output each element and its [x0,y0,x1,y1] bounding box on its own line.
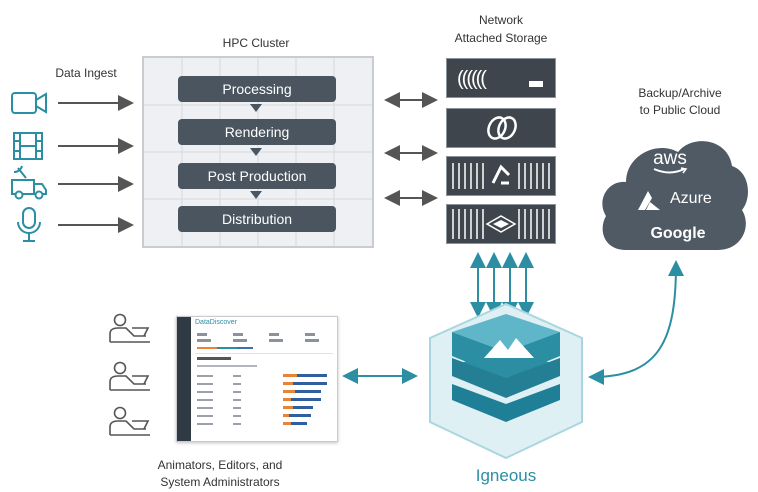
microphone-icon [17,207,41,242]
dashboard-content [195,333,333,425]
nas-label-line2: Attached Storage [454,31,548,45]
azure-icon [638,191,660,210]
nas-unit-2 [446,108,556,148]
backup-label-line2: to Public Cloud [639,103,721,117]
stage-flow-arrows [250,104,262,199]
google-label: Google [650,225,706,242]
igneous-label: Igneous [475,466,537,485]
stage-processing: Processing [178,76,336,102]
nas-unit-3-logo [452,163,550,189]
broadcast-truck-icon [11,165,47,200]
dashboard-screenshot: DataDiscover [176,316,338,442]
dashboard-title: DataDiscover [195,319,238,326]
nas-unit-4-logo [452,209,550,239]
azure-label: Azure [670,190,712,207]
user-workstation-icon-1 [109,313,150,343]
users-label-line1: Animators, Editors, and [157,458,283,472]
backup-label-line1: Backup/Archive [638,86,722,100]
stage-post-production: Post Production [178,163,336,189]
dashboard-sidebar [177,317,191,441]
video-camera-icon [11,92,47,114]
users-label-line2: System Administrators [160,475,280,489]
film-strip-icon [13,132,43,160]
igneous-cloud-arrow [588,260,684,385]
stage-distribution: Distribution [178,206,336,232]
nas-unit-2-logo [487,116,517,140]
hpc-cluster-label: HPC Cluster [222,36,290,50]
aws-smile-icon [653,167,688,174]
nas-label-line1: Network [478,13,523,27]
nas-unit-4 [446,204,556,244]
nas-unit-3 [446,156,556,196]
igneous-logo [429,302,583,460]
public-cloud [602,141,748,250]
data-ingest-label: Data Ingest [55,66,117,80]
stage-rendering: Rendering [178,119,336,145]
nas-unit-1-logo: (((((( [457,68,543,90]
user-workstation-icon-3 [109,406,150,436]
svg-text:((((((: (((((( [457,68,487,90]
nas-unit-1: (((((( [446,58,556,98]
aws-logo: aws [640,148,700,175]
aws-label: aws [653,148,687,169]
user-workstation-icon-2 [109,361,150,391]
